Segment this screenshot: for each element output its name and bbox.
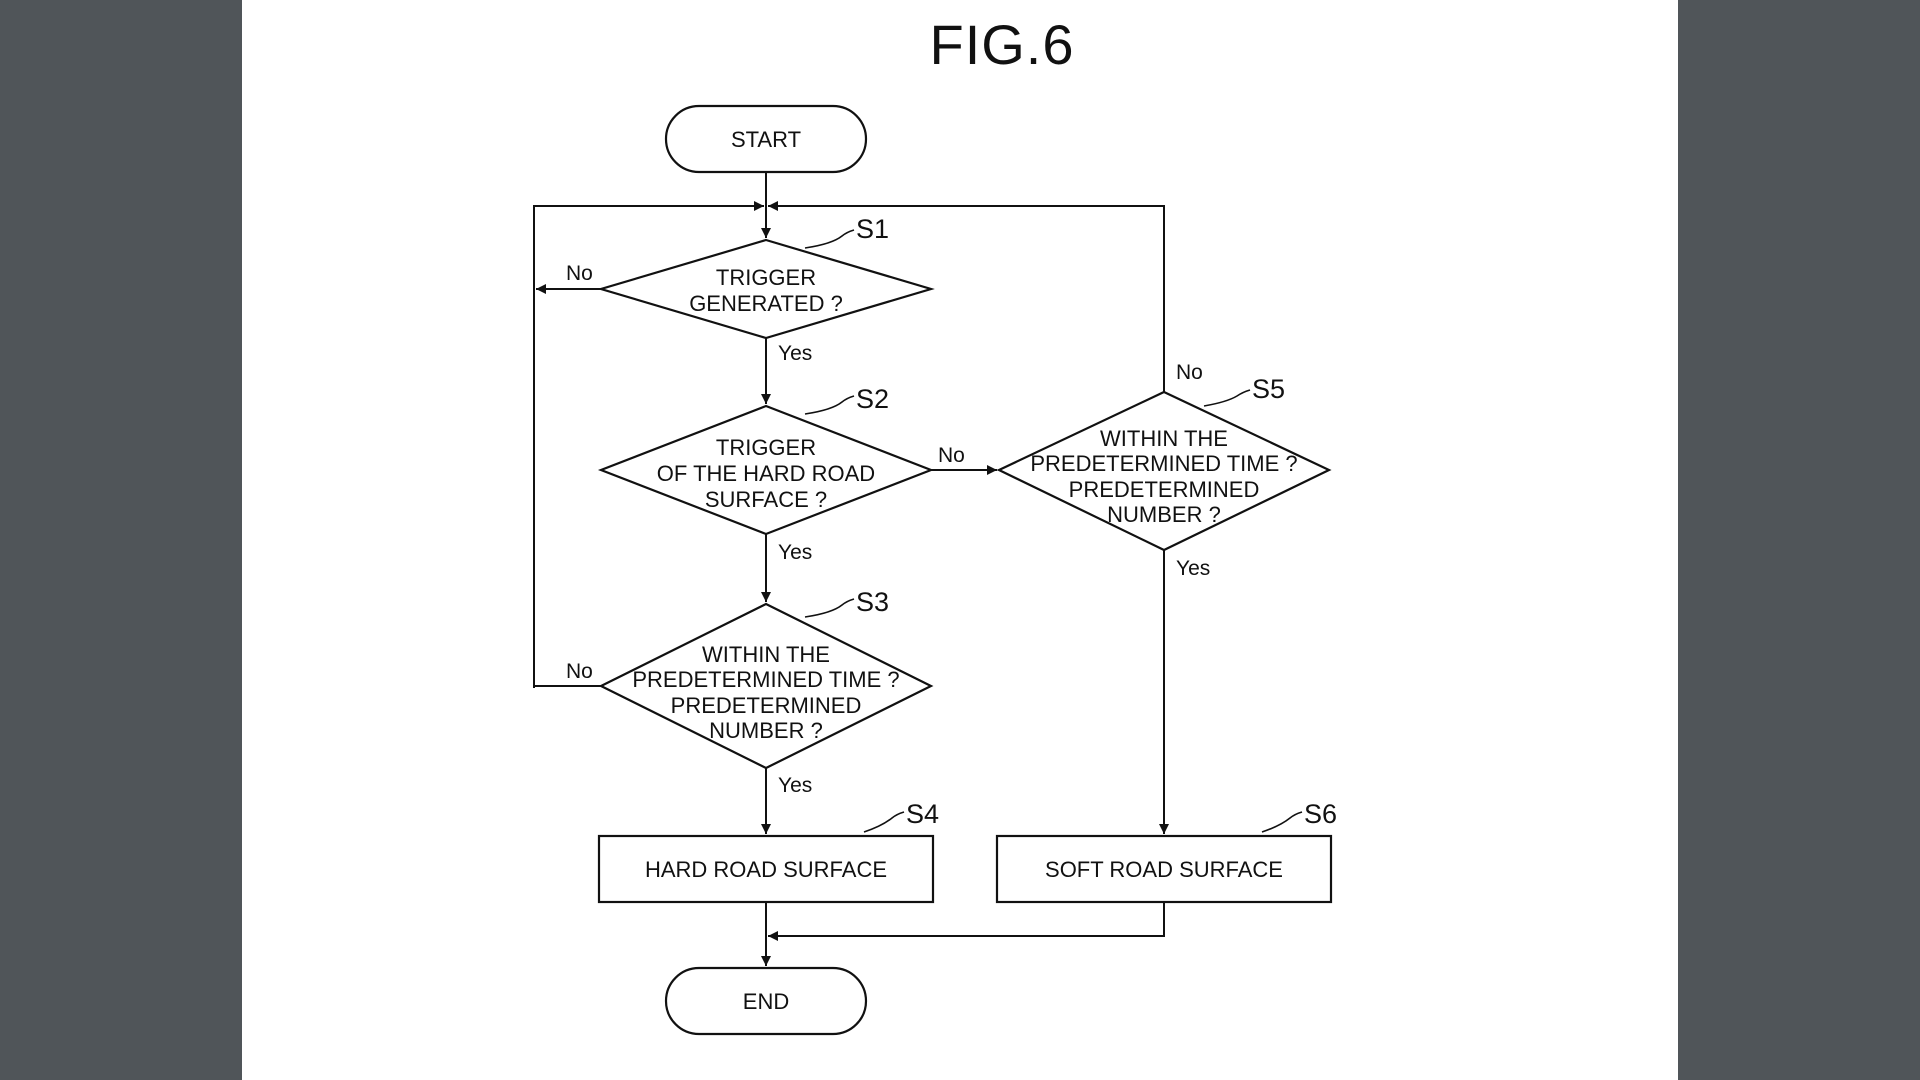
document-page: FIG.6 START TRIGGER GENERATED ? S1 [242, 0, 1678, 1080]
s4-label: HARD ROAD SURFACE [645, 857, 887, 882]
s1-decision: TRIGGER GENERATED ? [597, 238, 935, 340]
s4-leader [863, 811, 905, 833]
s1-label-line1: TRIGGER [716, 265, 816, 290]
figure-title: FIG.6 [929, 13, 1074, 76]
s1-yes-label: Yes [778, 342, 812, 365]
s6-step-number: S6 [1304, 799, 1337, 829]
s4-process: HARD ROAD SURFACE [597, 834, 935, 904]
edge-right-loop [768, 201, 1165, 392]
s3-leader [804, 598, 855, 618]
s5-label-line1: WITHIN THE [1100, 426, 1228, 451]
end-label: END [743, 989, 789, 1014]
s1-leader [804, 229, 855, 249]
s5-no-label: No [1176, 361, 1203, 384]
s1-no-label: No [566, 262, 593, 285]
s1-step-number: S1 [856, 214, 889, 244]
s3-label-line3: PREDETERMINED [671, 693, 862, 718]
s3-decision: WITHIN THE PREDETERMINED TIME ? PREDETER… [598, 602, 934, 770]
s5-label-line4: NUMBER ? [1107, 502, 1221, 527]
s2-decision: TRIGGER OF THE HARD ROAD SURFACE ? [597, 404, 935, 536]
s3-label-line2: PREDETERMINED TIME ? [632, 667, 899, 692]
s4-step-number: S4 [906, 799, 939, 829]
edge-s6-to-end [768, 902, 1165, 941]
s2-leader [804, 395, 855, 415]
s2-yes-label: Yes [778, 541, 812, 564]
s2-step-number: S2 [856, 384, 889, 414]
s2-label-line1: TRIGGER [716, 435, 816, 460]
s3-label-line4: NUMBER ? [709, 718, 823, 743]
flowchart-figure: FIG.6 START TRIGGER GENERATED ? S1 [533, 13, 1337, 1036]
edge-left-loop [533, 201, 764, 688]
start-label: START [731, 127, 801, 152]
s5-yes-label: Yes [1176, 557, 1210, 580]
s6-process: SOFT ROAD SURFACE [995, 834, 1333, 904]
s5-decision: WITHIN THE PREDETERMINED TIME ? PREDETER… [996, 390, 1332, 552]
s3-yes-label: Yes [778, 774, 812, 797]
s6-leader [1261, 811, 1303, 833]
s2-label-line2: OF THE HARD ROAD [657, 461, 875, 486]
s5-label-line3: PREDETERMINED [1069, 477, 1260, 502]
end-terminal: END [664, 966, 868, 1036]
s3-label-line1: WITHIN THE [702, 642, 830, 667]
start-terminal: START [664, 104, 868, 174]
s2-label-line3: SURFACE ? [705, 487, 827, 512]
s5-step-number: S5 [1252, 374, 1285, 404]
s3-step-number: S3 [856, 587, 889, 617]
s5-leader [1203, 389, 1251, 407]
s3-no-label: No [566, 660, 593, 683]
s2-no-label: No [938, 444, 965, 467]
s1-label-line2: GENERATED ? [689, 291, 843, 316]
s5-label-line2: PREDETERMINED TIME ? [1030, 451, 1297, 476]
s6-label: SOFT ROAD SURFACE [1045, 857, 1283, 882]
